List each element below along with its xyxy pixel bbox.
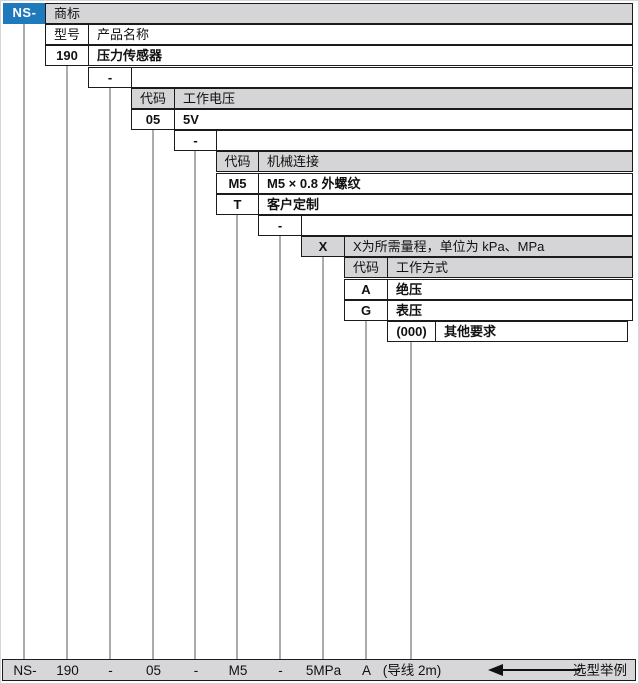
example-token: NS- [13, 663, 37, 678]
connector-line [364, 321, 367, 659]
connector-line [65, 66, 68, 659]
example-token: - [193, 663, 199, 678]
connector-line [321, 257, 324, 659]
code-cell: X [301, 236, 345, 257]
connector-line [236, 215, 238, 659]
description-cell: 压力传感器 [88, 45, 633, 66]
connector-line [410, 342, 412, 659]
example-token: 05 [145, 663, 162, 678]
left-arrow-icon [488, 664, 503, 676]
description-cell: 绝压 [387, 279, 633, 300]
description-cell: 机械连接 [258, 151, 633, 172]
connector-line [151, 130, 154, 659]
code-cell: 190 [45, 45, 89, 66]
connector-line [108, 88, 111, 659]
description-cell: 表压 [387, 300, 633, 321]
empty-cell [216, 130, 633, 151]
left-arrow-tail [500, 669, 580, 671]
code-cell: G [344, 300, 388, 321]
separator-dash-cell: - [88, 67, 132, 88]
description-cell: 产品名称 [88, 24, 633, 45]
empty-cell [301, 215, 633, 236]
connector-line [23, 24, 25, 659]
description-cell: 5V [174, 109, 633, 130]
code-cell: A [344, 279, 388, 300]
code-cell: T [216, 194, 259, 215]
example-token: M5 [228, 663, 248, 678]
description-cell: X为所需量程，单位为 kPa、MPa [344, 236, 633, 257]
description-cell: 商标 [45, 3, 633, 24]
description-cell: 工作方式 [387, 257, 633, 278]
code-cell: 代码 [131, 88, 175, 109]
example-token: - [278, 663, 283, 678]
code-cell: 05 [131, 109, 175, 130]
connector-line [278, 236, 281, 659]
code-cell: (000) [387, 321, 436, 342]
brand-code-cell: NS- [3, 3, 46, 24]
separator-dash-cell: - [174, 130, 217, 151]
code-cell: 代码 [216, 151, 259, 172]
example-token: - [108, 663, 113, 678]
separator-dash-cell: - [258, 215, 302, 236]
example-token: 5MPa [305, 663, 342, 678]
code-cell: 型号 [45, 24, 89, 45]
example-token: (导线 2m) [382, 663, 442, 678]
connector-line [194, 151, 196, 659]
description-cell: 工作电压 [174, 88, 633, 109]
example-bar: NS- 190 - 05 - M5 - 5MPa A (导线 2m) 选型举例 [2, 659, 636, 681]
description-cell: 客户定制 [258, 194, 633, 215]
code-cell: M5 [216, 173, 259, 194]
example-token: A [361, 663, 372, 678]
selection-example-label: 选型举例 [573, 663, 627, 678]
code-cell: 代码 [344, 257, 388, 278]
description-cell: 其他要求 [435, 321, 628, 342]
empty-cell [131, 67, 633, 88]
description-cell: M5 × 0.8 外螺纹 [258, 173, 633, 194]
example-token: 190 [56, 663, 79, 678]
